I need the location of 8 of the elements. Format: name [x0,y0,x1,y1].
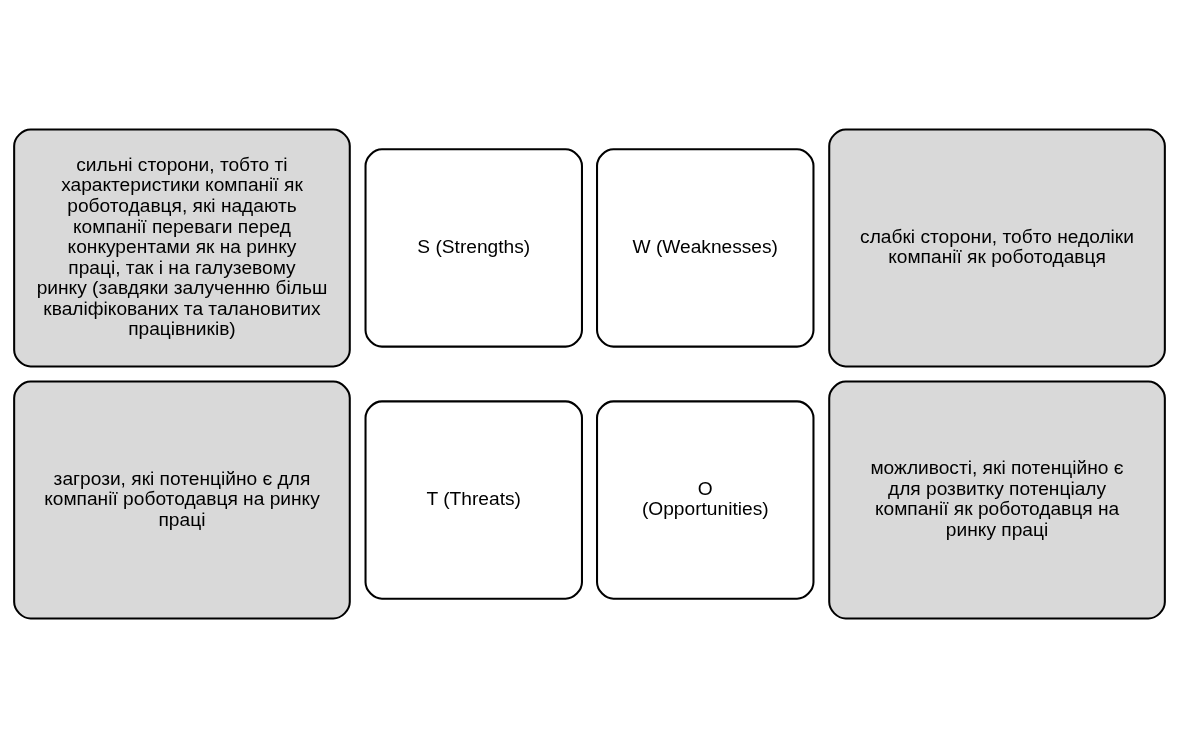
node-box: можливості, які потенційно є для розвитку потенціалу компанії як роботодавця на ринку праці [828,380,1166,620]
node-box: W (Weaknesses) [596,147,815,348]
node-box: T (Threats) [364,399,583,600]
node-box: S (Strengths) [364,147,583,348]
node-box: O (Opportunities) [596,399,815,600]
node-box: загрози, які потенційно є для компанії роботодавця на ринку праці [13,380,351,620]
node-box: сильні сторони, тобто ті характеристики компанії як роботодавця, які надають компанії переваги перед конкурентами як на ринку праці, так і на галузевому ринку (завдяки залученню більш кваліфікованих та талановитих працівників) [13,127,351,367]
node-box: слабкі сторони, тобто недоліки компанії як роботодавця [828,127,1166,367]
